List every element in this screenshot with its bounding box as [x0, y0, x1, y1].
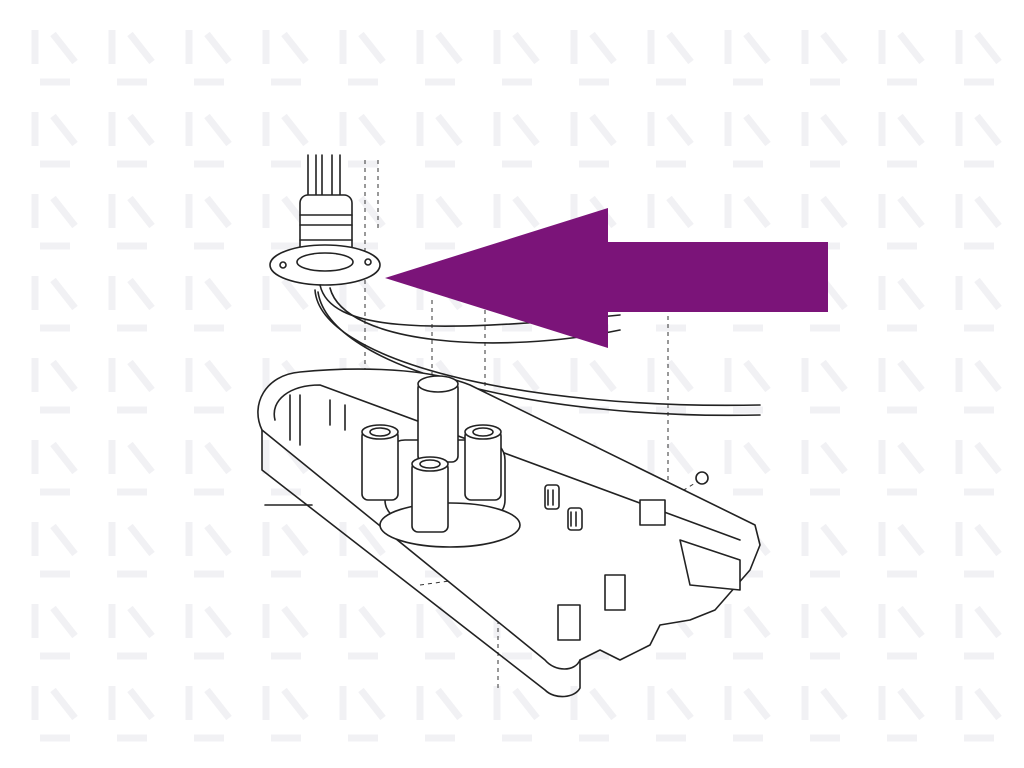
watermark-mark: [185, 30, 232, 86]
watermark-mark: [493, 686, 540, 742]
watermark-mark: [955, 30, 1002, 86]
watermark-mark: [878, 30, 925, 86]
watermark-mark: [801, 440, 848, 496]
watermark-mark: [724, 30, 771, 86]
ports: [361, 424, 502, 533]
watermark-mark: [416, 112, 463, 168]
watermark-mark: [724, 358, 771, 414]
watermark-mark: [185, 358, 232, 414]
pointer-arrow: [385, 208, 828, 348]
watermark-mark: [31, 604, 78, 660]
watermark-mark: [31, 440, 78, 496]
watermark-mark: [878, 194, 925, 250]
watermark-mark: [31, 194, 78, 250]
gear-parts: [544, 471, 709, 531]
watermark-mark: [416, 30, 463, 86]
watermark-mark: [339, 30, 386, 86]
watermark-mark: [416, 194, 463, 250]
watermark-mark: [724, 604, 771, 660]
watermark-mark: [262, 30, 309, 86]
watermark-mark: [955, 440, 1002, 496]
watermark-mark: [108, 358, 155, 414]
watermark-mark: [108, 440, 155, 496]
watermark-mark: [185, 522, 232, 578]
watermark-mark: [185, 194, 232, 250]
watermark-mark: [108, 30, 155, 86]
watermark-mark: [801, 522, 848, 578]
watermark-mark: [955, 194, 1002, 250]
watermark-mark: [108, 686, 155, 742]
watermark-mark: [878, 112, 925, 168]
watermark-mark: [647, 112, 694, 168]
watermark-mark: [262, 604, 309, 660]
watermark-mark: [878, 276, 925, 332]
watermark-mark: [647, 686, 694, 742]
watermark-mark: [570, 686, 617, 742]
watermark-mark: [416, 686, 463, 742]
watermark-mark: [801, 604, 848, 660]
watermark-mark: [801, 358, 848, 414]
watermark-mark: [878, 440, 925, 496]
watermark-mark: [955, 686, 1002, 742]
watermark-mark: [570, 30, 617, 86]
watermark-mark: [955, 358, 1002, 414]
watermark-mark: [185, 440, 232, 496]
watermark-mark: [955, 276, 1002, 332]
watermark-mark: [339, 604, 386, 660]
watermark-mark: [878, 604, 925, 660]
watermark-mark: [31, 358, 78, 414]
watermark-mark: [801, 686, 848, 742]
watermark-mark: [108, 522, 155, 578]
cable-grommet: [269, 154, 761, 417]
watermark-mark: [955, 112, 1002, 168]
watermark-mark: [955, 604, 1002, 660]
watermark-mark: [108, 276, 155, 332]
watermark-mark: [262, 276, 309, 332]
watermark-mark: [185, 112, 232, 168]
watermark-mark: [262, 112, 309, 168]
watermark-mark: [262, 686, 309, 742]
watermark-mark: [339, 112, 386, 168]
watermark-mark: [878, 358, 925, 414]
watermark-mark: [724, 440, 771, 496]
watermark-mark: [108, 112, 155, 168]
watermark-mark: [724, 686, 771, 742]
watermark-mark: [570, 112, 617, 168]
watermark-mark: [339, 522, 386, 578]
watermark-mark: [185, 686, 232, 742]
watermark-mark: [493, 30, 540, 86]
watermark-mark: [493, 112, 540, 168]
watermark-mark: [801, 112, 848, 168]
watermark-mark: [955, 522, 1002, 578]
watermark-mark: [31, 276, 78, 332]
watermark-mark: [647, 358, 694, 414]
watermark-mark: [724, 112, 771, 168]
watermark-mark: [185, 276, 232, 332]
watermark-mark: [31, 686, 78, 742]
watermark-mark: [185, 604, 232, 660]
watermark-mark: [108, 604, 155, 660]
watermark-mark: [108, 194, 155, 250]
watermark-mark: [416, 604, 463, 660]
watermark-mark: [339, 686, 386, 742]
watermark-mark: [262, 522, 309, 578]
watermark-mark: [31, 30, 78, 86]
watermark-mark: [647, 30, 694, 86]
watermark-mark: [801, 30, 848, 86]
watermark-mark: [31, 112, 78, 168]
watermark-mark: [31, 522, 78, 578]
watermark-mark: [878, 522, 925, 578]
watermark-mark: [878, 686, 925, 742]
base-housing: [257, 368, 761, 698]
